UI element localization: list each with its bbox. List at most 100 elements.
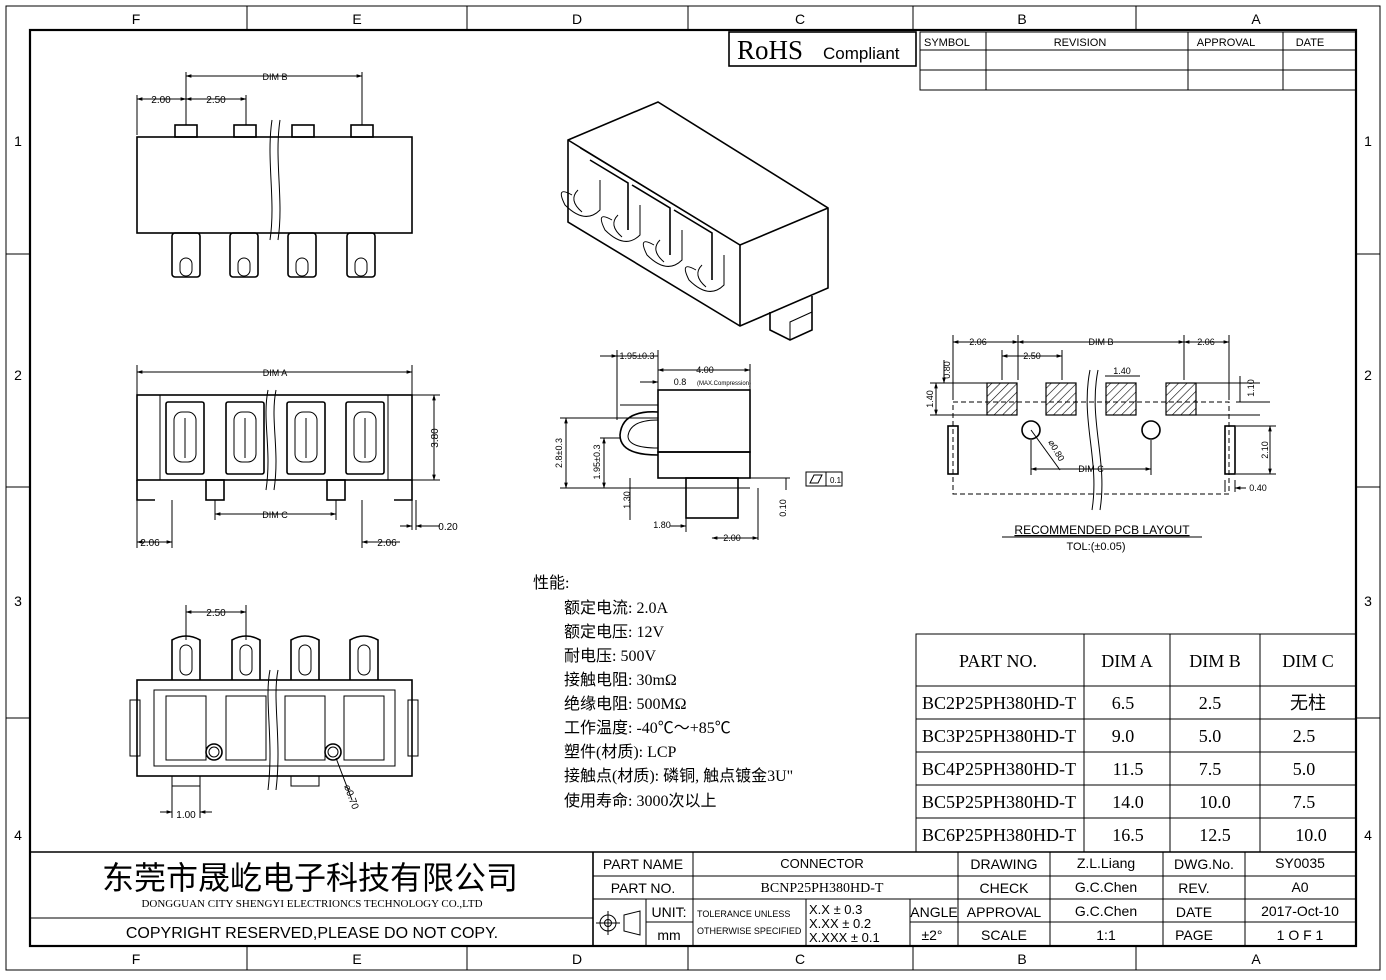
side-dim-195: 1.95±0.3 (620, 351, 655, 361)
tolerance-line-1: TOLERANCE UNLESS (697, 909, 790, 919)
row-label-4-right: 4 (1364, 827, 1372, 843)
projection-symbol-icon (596, 910, 641, 936)
unit-value: mm (657, 927, 680, 943)
spec-rated-voltage: 额定电压: 12V (564, 623, 664, 641)
front-dim-380: 3.80 (430, 428, 441, 448)
col-label-e: E (352, 11, 361, 27)
rohs-compliant-text: Compliant (823, 44, 900, 63)
spec-rated-current: 额定电流: 2.0A (564, 599, 668, 617)
pcb-layout: 2.06 DIM B 2.06 2.50 1.40 ⌀0.80 DIM C 1.… (925, 335, 1276, 553)
pcb-dim-hole: ⌀0.80 (1046, 438, 1066, 463)
date-label: DATE (1176, 904, 1212, 920)
rev-header-symbol: SYMBOL (924, 37, 970, 49)
column-labels-top: F E D C B A (132, 11, 1262, 27)
side-dim-180: 1.80 (653, 520, 671, 530)
col-label-a-bottom: A (1251, 951, 1261, 967)
col-label-c-bottom: C (795, 951, 805, 967)
side-dim-08: 0.8 (674, 377, 687, 387)
col-label-c: C (795, 11, 805, 27)
spec-withstand-voltage: 耐电压: 500V (564, 647, 656, 665)
part-table-row-4-dim-b: 10.0 (1199, 792, 1231, 812)
spec-operating-temperature: 工作温度: -40℃～+85℃ (564, 719, 731, 737)
part-table-header-dim-c: DIM C (1282, 651, 1334, 671)
part-number-table: PART NO. DIM A DIM B DIM C BC2P25PH380HD… (915, 633, 1357, 853)
bottom-dim-hole: ⌀0.70 (341, 783, 360, 811)
title-block: 东莞市晟屹电子科技有限公司 DONGGUAN CITY SHENGYI ELEC… (30, 851, 1356, 946)
side-dim-130: 1.30 (622, 491, 632, 509)
tolerance-line-2: OTHERWISE SPECIFIED (697, 926, 802, 936)
side-dim-400: 4.00 (696, 365, 714, 375)
part-table-row-5-dim-c: 10.0 (1295, 825, 1327, 845)
part-table-row-5-dim-b: 12.5 (1199, 825, 1231, 845)
spec-insulation-resistance: 绝缘电阻: 500MΩ (564, 695, 687, 713)
col-label-b: B (1017, 11, 1026, 27)
check-label: CHECK (979, 880, 1029, 896)
bottom-dim-100: 1.00 (176, 810, 196, 821)
rev-header-approval: APPROVAL (1197, 37, 1256, 49)
part-table-row-1-dim-a: 6.5 (1112, 693, 1135, 713)
part-table-row-5-part: BC6P25PH380HD-T (922, 825, 1076, 845)
scale-label: SCALE (981, 927, 1027, 943)
spec-heading: 性能: (533, 574, 569, 592)
pcb-dim-140-vertical: 1.40 (925, 390, 935, 408)
part-table-row-3-dim-b: 7.5 (1199, 759, 1222, 779)
part-table-row-5-dim-a: 16.5 (1112, 825, 1144, 845)
row-label-2-right: 2 (1364, 367, 1372, 383)
drawing-value: Z.L.Liang (1077, 855, 1135, 871)
part-table-row-1-dim-c: 无柱 (1290, 693, 1326, 713)
tolerance-xx: X.XX ± 0.2 (809, 916, 871, 931)
isometric-view (560, 101, 829, 341)
side-dim-08-note: (MAX.Compression) (697, 381, 751, 387)
company-name-cn: 东莞市晟屹电子科技有限公司 (102, 860, 518, 896)
part-name-label: PART NAME (603, 856, 683, 872)
dwg-no-label: DWG.No. (1174, 856, 1234, 872)
pcb-dim-206-right: 2.06 (1197, 337, 1215, 347)
rev-header-date: DATE (1296, 37, 1325, 49)
front-dim-a: DIM A (263, 368, 288, 378)
part-table-row-2-dim-b: 5.0 (1199, 726, 1222, 746)
col-label-f-bottom: F (132, 951, 141, 967)
part-table-row-4-dim-a: 14.0 (1112, 792, 1144, 812)
column-labels-bottom: F E D C B A (132, 951, 1262, 967)
angle-value: ±2° (921, 927, 942, 943)
part-no-label: PART NO. (611, 880, 676, 896)
company-name-en: DONGGUAN CITY SHENGYI ELECTRIONCS TECHNO… (141, 898, 482, 910)
row-label-1-right: 1 (1364, 133, 1372, 149)
part-no-value: BCNP25PH380HD-T (761, 881, 884, 896)
spec-contact-material: 接触点(材质): 磷铜, 触点镀金3U" (564, 767, 793, 785)
top-dim-250: 2.50 (206, 95, 226, 106)
spec-life-cycle: 使用寿命: 3000次以上 (564, 792, 716, 810)
part-name-value: CONNECTOR (780, 856, 864, 871)
rohs-text: RoHS (737, 35, 803, 65)
row-label-3-right: 3 (1364, 593, 1372, 609)
pcb-dim-206-left: 2.06 (969, 337, 987, 347)
pcb-dim-110: 1.10 (1246, 379, 1256, 397)
pcb-dim-c: DIM C (1078, 464, 1104, 474)
part-table-row-1-dim-b: 2.5 (1199, 693, 1222, 713)
part-table-row-2-dim-a: 9.0 (1112, 726, 1135, 746)
rev-label: REV. (1178, 880, 1209, 896)
rohs-badge: RoHS Compliant (728, 31, 917, 67)
dwg-no-value: SY0035 (1275, 855, 1325, 871)
part-table-row-4-part: BC5P25PH380HD-T (922, 792, 1076, 812)
row-label-2: 2 (14, 367, 22, 383)
part-table-row-1-part: BC2P25PH380HD-T (922, 693, 1076, 713)
side-tolerance-value: 0.1 (830, 476, 842, 485)
front-dim-206-left: 2.06 (140, 538, 160, 549)
check-value: G.C.Chen (1075, 879, 1137, 895)
part-table-row-3-dim-c: 5.0 (1293, 759, 1316, 779)
col-label-d-bottom: D (572, 951, 582, 967)
side-dim-010: 0.10 (778, 499, 788, 517)
col-label-e-bottom: E (352, 951, 361, 967)
approval-value: G.C.Chen (1075, 903, 1137, 919)
pcb-layout-title: RECOMMENDED PCB LAYOUT (1014, 523, 1190, 537)
row-labels: 1 2 3 4 1 2 3 4 (14, 133, 1372, 843)
front-dim-206-right: 2.06 (377, 538, 397, 549)
specifications: 性能: 额定电流: 2.0A 额定电压: 12V 耐电压: 500V 接触电阻:… (533, 574, 793, 810)
col-label-b-bottom: B (1017, 951, 1026, 967)
row-label-1: 1 (14, 133, 22, 149)
approval-label: APPROVAL (967, 904, 1042, 920)
front-dim-020: 0.20 (438, 522, 458, 533)
front-view: DIM A 2.06 (136, 365, 458, 549)
